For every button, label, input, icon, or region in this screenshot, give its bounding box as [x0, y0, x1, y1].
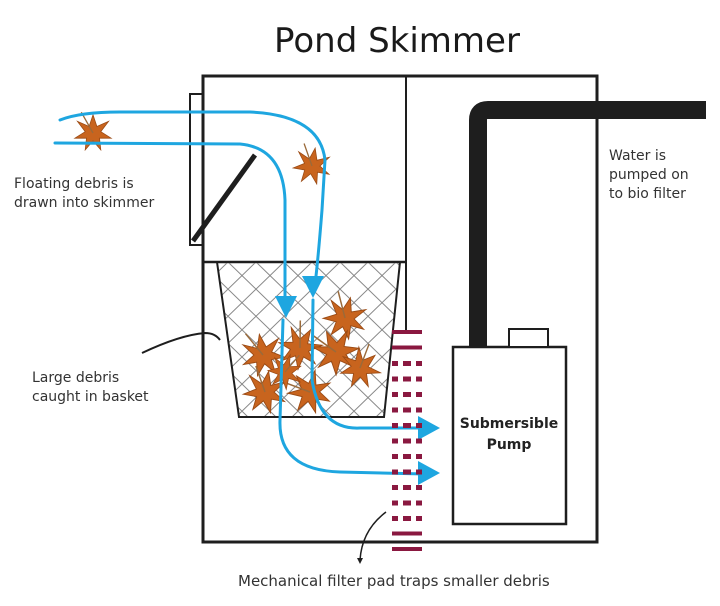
leader-line-filter — [359, 511, 387, 561]
filter-pad-dot — [416, 376, 422, 382]
label-filter-pad: Mechanical filter pad traps smaller debr… — [238, 572, 550, 590]
svg-text:caught in basket: caught in basket — [32, 389, 149, 405]
mesh-line — [648, 262, 720, 417]
leader-line-basket — [141, 331, 221, 354]
filter-pad-dot — [392, 438, 398, 444]
filter-pad-dot — [416, 361, 422, 366]
mesh-line — [339, 262, 400, 417]
filter-pad-dot — [392, 392, 398, 397]
filter-pad-dot — [392, 376, 398, 382]
flow-arrows — [275, 276, 440, 485]
filter-pad-dot — [392, 454, 398, 459]
arrow-icon — [418, 461, 440, 485]
filter-pad-dot — [403, 392, 411, 397]
label-pumped-on: Water is pumped on to bio filter — [609, 148, 689, 202]
leader-arrow-icon — [357, 558, 363, 564]
filter-pad-dot — [416, 423, 422, 428]
discharge-pipe — [469, 101, 706, 346]
mesh-line — [676, 262, 720, 417]
svg-text:Water is: Water is — [609, 148, 666, 164]
filter-pad-dot — [403, 438, 411, 444]
mesh-line — [704, 262, 720, 417]
filter-pad-strip — [392, 345, 422, 350]
filter-pad-dot — [416, 407, 422, 413]
svg-text:Large debris: Large debris — [32, 370, 119, 386]
svg-text:drawn into skimmer: drawn into skimmer — [14, 195, 154, 211]
mesh-line — [572, 262, 720, 417]
mesh-line — [319, 262, 400, 417]
mesh-line — [217, 262, 277, 417]
mesh-line — [564, 262, 720, 417]
filter-pad-dot — [392, 423, 398, 428]
submersible-pump: Submersible Pump — [451, 328, 568, 526]
filter-pad-dot — [392, 485, 398, 490]
mesh-line — [620, 262, 720, 417]
filter-pad-dot — [392, 407, 398, 413]
filter-pad-dot — [403, 423, 411, 428]
svg-text:to bio filter: to bio filter — [609, 186, 686, 202]
mesh-line — [0, 262, 4, 417]
mesh-line — [347, 262, 400, 417]
label-floating-debris: Floating debris is drawn into skimmer — [14, 176, 154, 211]
label-large-debris: Large debris caught in basket — [32, 370, 149, 405]
mesh-line — [544, 262, 704, 417]
filter-pad-dot — [392, 469, 398, 475]
leaf-icon — [290, 141, 335, 187]
filter-pad-strip — [392, 531, 422, 536]
filter-pad-dot — [416, 392, 422, 397]
filter-pad-dot — [403, 361, 411, 366]
weir-door — [190, 153, 258, 243]
mesh-line — [217, 262, 257, 417]
water-flow — [53, 110, 427, 476]
pump-label-line1: Submersible — [460, 416, 559, 432]
arrow-icon — [275, 296, 297, 318]
filter-pad-dot — [392, 516, 398, 521]
mesh-line — [592, 262, 720, 417]
arrow-icon — [418, 416, 440, 440]
filter-pad-dot — [416, 516, 422, 521]
filter-pad-dot — [416, 500, 422, 506]
filter-pad-dot — [403, 454, 411, 459]
filter-pad-dot — [403, 407, 411, 413]
mechanical-filter-pad — [392, 330, 422, 551]
filter-pad-dot — [403, 485, 411, 490]
filter-pad-strip — [392, 547, 422, 551]
mesh-line — [217, 262, 361, 417]
filter-pad-dot — [416, 454, 422, 459]
pump-label-line2: Pump — [487, 437, 532, 453]
filter-pad-strip — [392, 330, 422, 334]
mesh-line — [0, 262, 32, 417]
svg-text:pumped on: pumped on — [609, 167, 689, 183]
mesh-line — [367, 262, 400, 417]
svg-text:Floating debris is: Floating debris is — [14, 176, 134, 192]
filter-pad-dot — [403, 500, 411, 506]
filter-pad-dot — [403, 469, 411, 475]
filter-pad-dot — [403, 516, 411, 521]
filter-pad-dot — [403, 376, 411, 382]
filter-pad-dot — [392, 500, 398, 506]
arrow-icon — [302, 276, 324, 298]
filter-pad-dot — [416, 438, 422, 444]
diagram-title: Pond Skimmer — [274, 21, 520, 61]
filter-pad-dot — [416, 469, 422, 475]
filter-pad-dot — [416, 485, 422, 490]
mesh-line — [217, 262, 285, 417]
filter-pad-dot — [392, 361, 398, 366]
